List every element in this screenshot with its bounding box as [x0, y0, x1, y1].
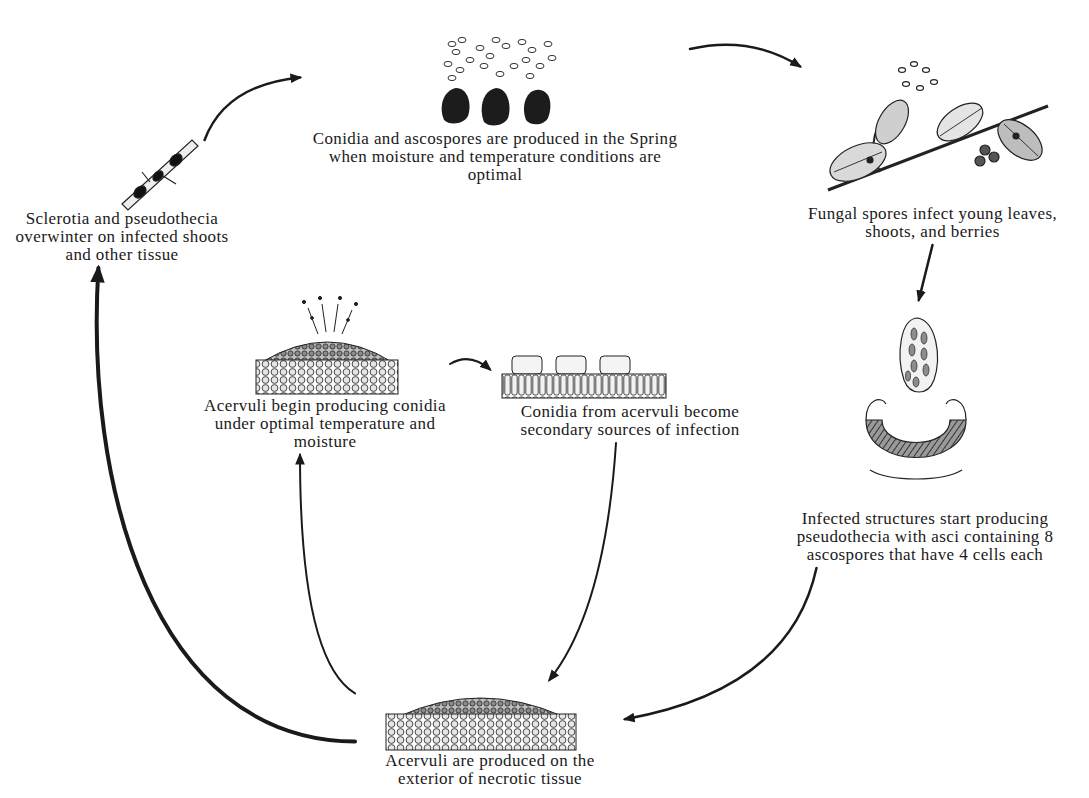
cycle-arrow	[919, 245, 933, 300]
stage-node: Infected structures start producing pseu…	[770, 300, 1080, 568]
stage-caption: Acervuli begin producing conidia under o…	[200, 397, 450, 451]
stage-node: Conidia from acervuli become secondary s…	[490, 345, 770, 443]
stage-node: Fungal spores infect young leaves, shoot…	[800, 55, 1065, 245]
acervulus	[386, 698, 576, 750]
acervulus-sporulating	[256, 296, 398, 394]
stage-caption: Sclerotia and pseudothecia overwinter on…	[4, 210, 240, 264]
stage-node: Acervuli are produced on the exterior of…	[355, 680, 625, 792]
stage-caption: Conidia from acervuli become secondary s…	[490, 403, 770, 439]
stage-caption: Infected structures start producing pseu…	[770, 510, 1080, 564]
sclerotia	[442, 88, 551, 125]
cycle-arrow	[300, 455, 355, 693]
cycle-arrow	[97, 268, 355, 742]
cycle-arrow	[450, 359, 490, 369]
spore-cloud	[444, 37, 556, 80]
pseudothecium	[866, 318, 966, 479]
stage-caption: Fungal spores infect young leaves, shoot…	[800, 205, 1065, 241]
stage-caption: Acervuli are produced on the exterior of…	[355, 752, 625, 788]
cycle-arrow	[205, 77, 300, 140]
stage-node: Conidia and ascospores are produced in t…	[300, 30, 690, 188]
cycle-arrow	[690, 45, 800, 67]
stage-caption: Conidia and ascospores are produced in t…	[300, 130, 690, 184]
overwintering-shoot	[122, 140, 198, 210]
infected-shoot	[824, 62, 1050, 190]
stage-node: Acervuli begin producing conidia under o…	[200, 315, 450, 455]
cycle-arrow	[625, 568, 817, 719]
cycle-arrow	[549, 443, 616, 680]
stage-node: Sclerotia and pseudothecia overwinter on…	[4, 140, 240, 268]
infected-tissue	[502, 356, 666, 398]
